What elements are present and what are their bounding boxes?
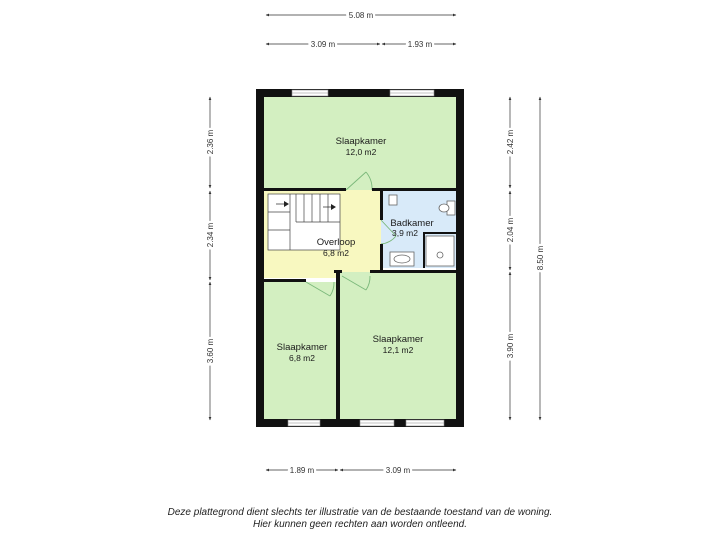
dim-left-bottom: 3.60 m xyxy=(206,338,215,363)
dim-right-mid: 2.04 m xyxy=(506,217,515,242)
bathroom-fixtures xyxy=(388,194,456,267)
dim-top-total: 5.08 m xyxy=(349,11,374,20)
room-bedroom-large xyxy=(340,272,456,419)
room-bedroom-small-name: Slaapkamer xyxy=(277,342,328,353)
dim-right-bottom: 3.90 m xyxy=(506,333,515,358)
room-labels: Slaapkamer 12,0 m2 Overloop 6,8 m2 Badka… xyxy=(277,136,434,363)
dim-bottom-left: 1.89 m xyxy=(290,466,315,475)
room-landing-area: 6,8 m2 xyxy=(323,248,349,258)
room-bedroom-top xyxy=(264,97,456,190)
room-bedroom-top-name: Slaapkamer xyxy=(336,136,387,147)
dim-right-top: 2.42 m xyxy=(506,129,515,154)
windows xyxy=(287,89,445,427)
dim-bottom-right: 3.09 m xyxy=(386,466,411,475)
room-bedroom-small-area: 6,8 m2 xyxy=(289,353,315,363)
stairs xyxy=(267,193,341,251)
dimension-lines xyxy=(208,13,542,472)
dim-top-left: 3.09 m xyxy=(311,40,336,49)
disclaimer-line-2: Hier kunnen geen rechten aan worden ontl… xyxy=(252,519,468,530)
dim-right-total: 8.50 m xyxy=(536,245,545,270)
room-bathroom-area: 3,9 m2 xyxy=(392,228,418,238)
dimension-labels: 5.08 m 3.09 m 1.93 m 1.89 m 3.09 m 2.36 … xyxy=(204,9,548,478)
room-bedroom-large-area: 12,1 m2 xyxy=(383,345,414,355)
room-landing-name: Overloop xyxy=(317,237,356,248)
room-bedroom-large-name: Slaapkamer xyxy=(373,334,424,345)
dim-left-top: 2.36 m xyxy=(206,129,215,154)
door-swings xyxy=(305,171,397,297)
room-bathroom-name: Badkamer xyxy=(390,218,433,229)
disclaimer-line-1: Deze plattegrond dient slechts ter illus… xyxy=(167,507,553,518)
room-bedroom-top-area: 12,0 m2 xyxy=(346,147,377,157)
dim-left-mid: 2.34 m xyxy=(206,222,215,247)
dim-top-right: 1.93 m xyxy=(408,40,433,49)
room-bedroom-small xyxy=(264,282,336,419)
